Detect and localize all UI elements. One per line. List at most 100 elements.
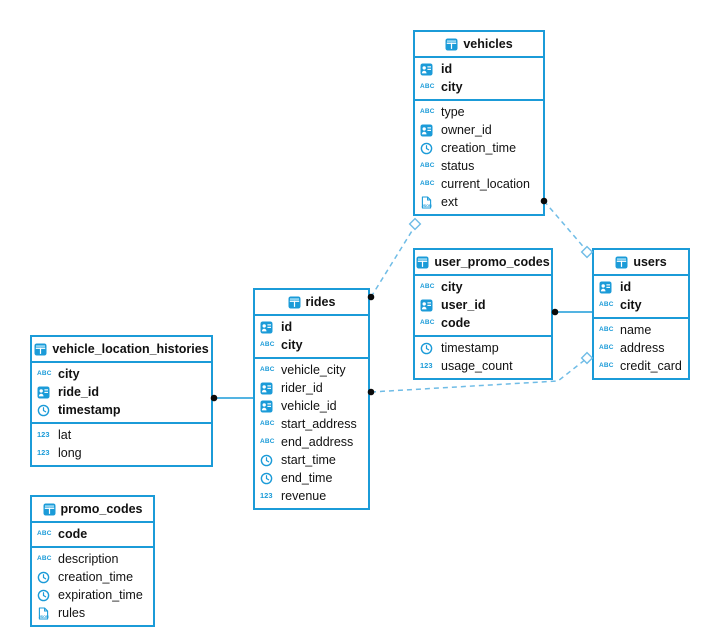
table-name: users	[633, 255, 667, 269]
table-name: vehicles	[463, 37, 513, 51]
field-label: owner_id	[441, 123, 492, 137]
text-type-icon: ABC	[260, 365, 275, 373]
field-row-start_time[interactable]: start_time	[255, 451, 368, 469]
field-label: creation_time	[441, 141, 517, 155]
field-label: credit_card	[620, 359, 682, 373]
field-row-owner_id[interactable]: owner_id	[415, 121, 543, 139]
number-type-icon: 123	[260, 491, 273, 501]
table-icon	[445, 38, 458, 51]
table-name: promo_codes	[60, 502, 143, 516]
table-name: rides	[305, 295, 336, 309]
field-row-revenue[interactable]: 123 revenue	[255, 487, 368, 505]
json-type-icon: JSON	[37, 606, 54, 620]
text-type-icon: ABC	[599, 343, 614, 351]
table-header[interactable]: users	[594, 250, 688, 276]
table-header[interactable]: vehicle_location_histories	[32, 337, 211, 363]
field-label: type	[441, 105, 465, 119]
field-row-expiration_time[interactable]: expiration_time	[32, 586, 153, 604]
table-icon	[288, 296, 301, 309]
field-row-ride_id[interactable]: ride_id	[32, 383, 211, 401]
field-row-id[interactable]: id	[415, 60, 543, 78]
table-icon	[34, 343, 47, 356]
field-row-end_time[interactable]: end_time	[255, 469, 368, 487]
text-type-icon: ABC	[420, 179, 435, 187]
number-type-icon: 123	[37, 448, 50, 458]
clock-type-icon	[260, 472, 277, 485]
field-label: usage_count	[441, 359, 513, 373]
text-type-icon: ABC	[420, 82, 435, 90]
field-row-address[interactable]: ABC address	[594, 339, 688, 357]
svg-text:JSON: JSON	[39, 614, 49, 618]
field-label: id	[620, 280, 632, 294]
field-row-id[interactable]: id	[255, 318, 368, 336]
table-header[interactable]: vehicles	[415, 32, 543, 58]
number-type-icon: 123	[420, 361, 433, 371]
field-row-usage_count[interactable]: 123 usage_count	[415, 357, 551, 375]
field-label: revenue	[281, 489, 327, 503]
relationship-rides-to-vehicles[interactable]	[370, 225, 416, 298]
id-type-icon	[420, 124, 437, 137]
field-label: timestamp	[441, 341, 499, 355]
clock-type-icon	[260, 454, 277, 467]
field-row-timestamp[interactable]: timestamp	[32, 401, 211, 419]
clock-type-icon	[420, 142, 437, 155]
field-row-creation_time[interactable]: creation_time	[32, 568, 153, 586]
id-type-icon	[260, 400, 277, 413]
table-name: vehicle_location_histories	[52, 342, 209, 356]
field-row-rider_id[interactable]: rider_id	[255, 379, 368, 397]
field-row-id[interactable]: id	[594, 278, 688, 296]
relationship-diamond-marker	[580, 351, 594, 365]
table-header[interactable]: rides	[255, 290, 368, 316]
relationship-vehicles-to-users[interactable]	[543, 200, 588, 252]
clock-type-icon	[37, 589, 54, 602]
table-name: user_promo_codes	[434, 255, 550, 269]
table-header[interactable]: promo_codes	[32, 497, 153, 523]
field-label: start_time	[281, 453, 336, 467]
field-row-vehicle_id[interactable]: vehicle_id	[255, 397, 368, 415]
field-row-creation_time[interactable]: creation_time	[415, 139, 543, 157]
field-label: ride_id	[58, 385, 99, 399]
field-row-user_id[interactable]: user_id	[415, 296, 551, 314]
field-label: end_address	[281, 435, 354, 449]
field-label: end_time	[281, 471, 333, 485]
id-type-icon	[420, 63, 437, 76]
clock-type-icon	[37, 404, 54, 417]
table-header[interactable]: user_promo_codes	[415, 250, 551, 276]
field-row-timestamp[interactable]: timestamp	[415, 339, 551, 357]
field-label: code	[58, 527, 88, 541]
relationship-diamond-marker	[580, 245, 594, 259]
field-label: address	[620, 341, 665, 355]
